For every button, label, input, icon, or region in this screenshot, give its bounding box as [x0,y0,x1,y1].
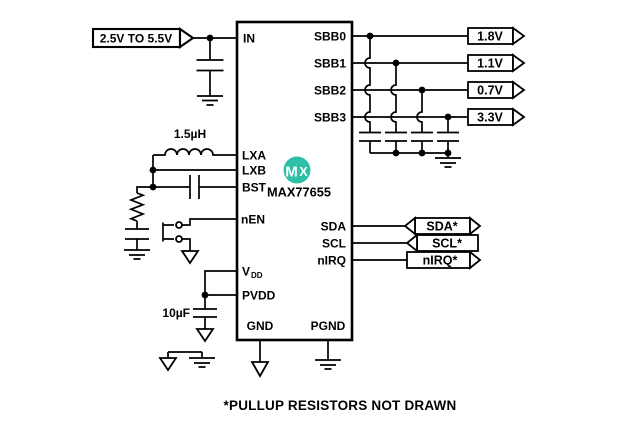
pin-label-sbb0: SBB0 [314,30,346,44]
input-section: 2.5V TO 5.5V [91,26,237,106]
vdd-pvdd-wires [204,270,237,296]
buck-section: 1.5µH [124,127,237,260]
bus-junction-dot-1 [392,149,400,157]
pushbutton-ground-wire [182,238,191,251]
i2c-section: SDA* SCL* nIRQ* [352,216,482,270]
bus-junction-dot-2 [418,149,426,157]
input-voltage-flag-tip [178,26,195,50]
output-label-3v3: 3.3V [477,111,503,125]
scl-signal-label: SCL* [432,237,462,251]
ground-tie-triangle-icon [158,357,178,372]
vdd-cap-value-label: 10µF [162,306,190,320]
sbb1-drop-wire-with-hops [390,63,397,133]
inductor-value-label: 1.5µH [174,127,206,141]
sda-signal-label: SDA* [426,220,457,234]
chip: M X MAX77655 IN LXA LXB BST nEN V DD PVD… [235,20,354,342]
output-section: 1.8V 1.1V 0.7V 3.3V [352,26,526,168]
ground-tie-wire [167,351,203,358]
pin-label-vdd: V [242,265,250,279]
maxim-logo-m: M [285,164,298,181]
pin-label-bst: BST [242,181,267,195]
bst-capacitor [153,175,237,199]
nirq-signal-label: nIRQ* [423,254,458,268]
resistor-earth-ground-icon [124,249,150,260]
pin-label-pvdd: PVDD [242,289,276,303]
nirq-flag: nIRQ* [406,250,482,270]
pin-label-lxa: LXA [242,149,266,163]
pin-label-nirq: nIRQ [317,254,346,268]
maxim-logo-x: X [299,165,308,179]
resistor-capacitor [125,221,149,250]
pin-label-sda: SDA [321,220,347,234]
pushbutton-contact-top [175,221,183,229]
pin-label-pgnd: PGND [311,319,346,333]
sbb2-drop-wire-with-hop [416,90,423,133]
output-flag-3v3: 3.3V [467,107,526,127]
i2c-wires [352,225,408,261]
pgnd-earth-ground-icon [315,359,341,370]
vdd-section: 10µF [158,270,237,372]
input-voltage-label: 2.5V TO 5.5V [100,32,173,46]
nen-triangle-ground-icon [180,250,200,265]
pin-label-in: IN [243,32,255,46]
pin-label-sbb2: SBB2 [314,84,346,98]
resistor [128,192,146,222]
enable-section [162,218,237,265]
lxb-junction-dot [149,166,157,174]
input-cap-earth-ground-icon [197,95,223,106]
vdd-capacitor [193,295,217,329]
maxim-logo-icon [283,156,311,184]
pullup-note: *PULLUP RESISTORS NOT DRAWN [224,398,457,413]
pin-label-lxb: LXB [242,164,266,178]
sda-flag: SDA* [403,216,482,236]
output-label-1v8: 1.8V [477,30,503,44]
nen-wire [182,218,237,226]
ground-tie-earth-icon [189,357,215,368]
chip-part-number: MAX77655 [267,185,331,200]
pushbutton-actuator [162,222,174,242]
sbb0-output-capacitor [359,131,381,153]
pin-label-gnd: GND [247,319,274,333]
ground-section [250,340,341,378]
scl-flag: SCL* [405,233,479,253]
output-flag-1v8: 1.8V [467,26,526,46]
inductor [153,148,237,156]
input-capacitor [196,38,224,96]
pin-label-vdd-subscript: DD [251,271,263,280]
pin-label-sbb3: SBB3 [314,111,346,125]
pin-label-scl: SCL [322,237,346,251]
pin-label-sbb1: SBB1 [314,57,346,71]
output-flag-0v7: 0.7V [467,80,526,100]
gnd-triangle-ground-icon [250,361,270,378]
output-bank-earth-ground-icon [435,153,461,168]
pin-label-nen: nEN [241,213,265,227]
sbb-output-wires [352,35,468,118]
sbb0-drop-wire-with-hops [364,36,371,133]
resistor-feed-wire [136,186,153,193]
output-label-1v1: 1.1V [477,57,503,71]
pushbutton-contact-bottom [175,235,183,243]
output-label-0v7: 0.7V [477,84,503,98]
output-flag-1v1: 1.1V [467,53,526,73]
vdd-cap-triangle-ground-icon [195,328,215,343]
